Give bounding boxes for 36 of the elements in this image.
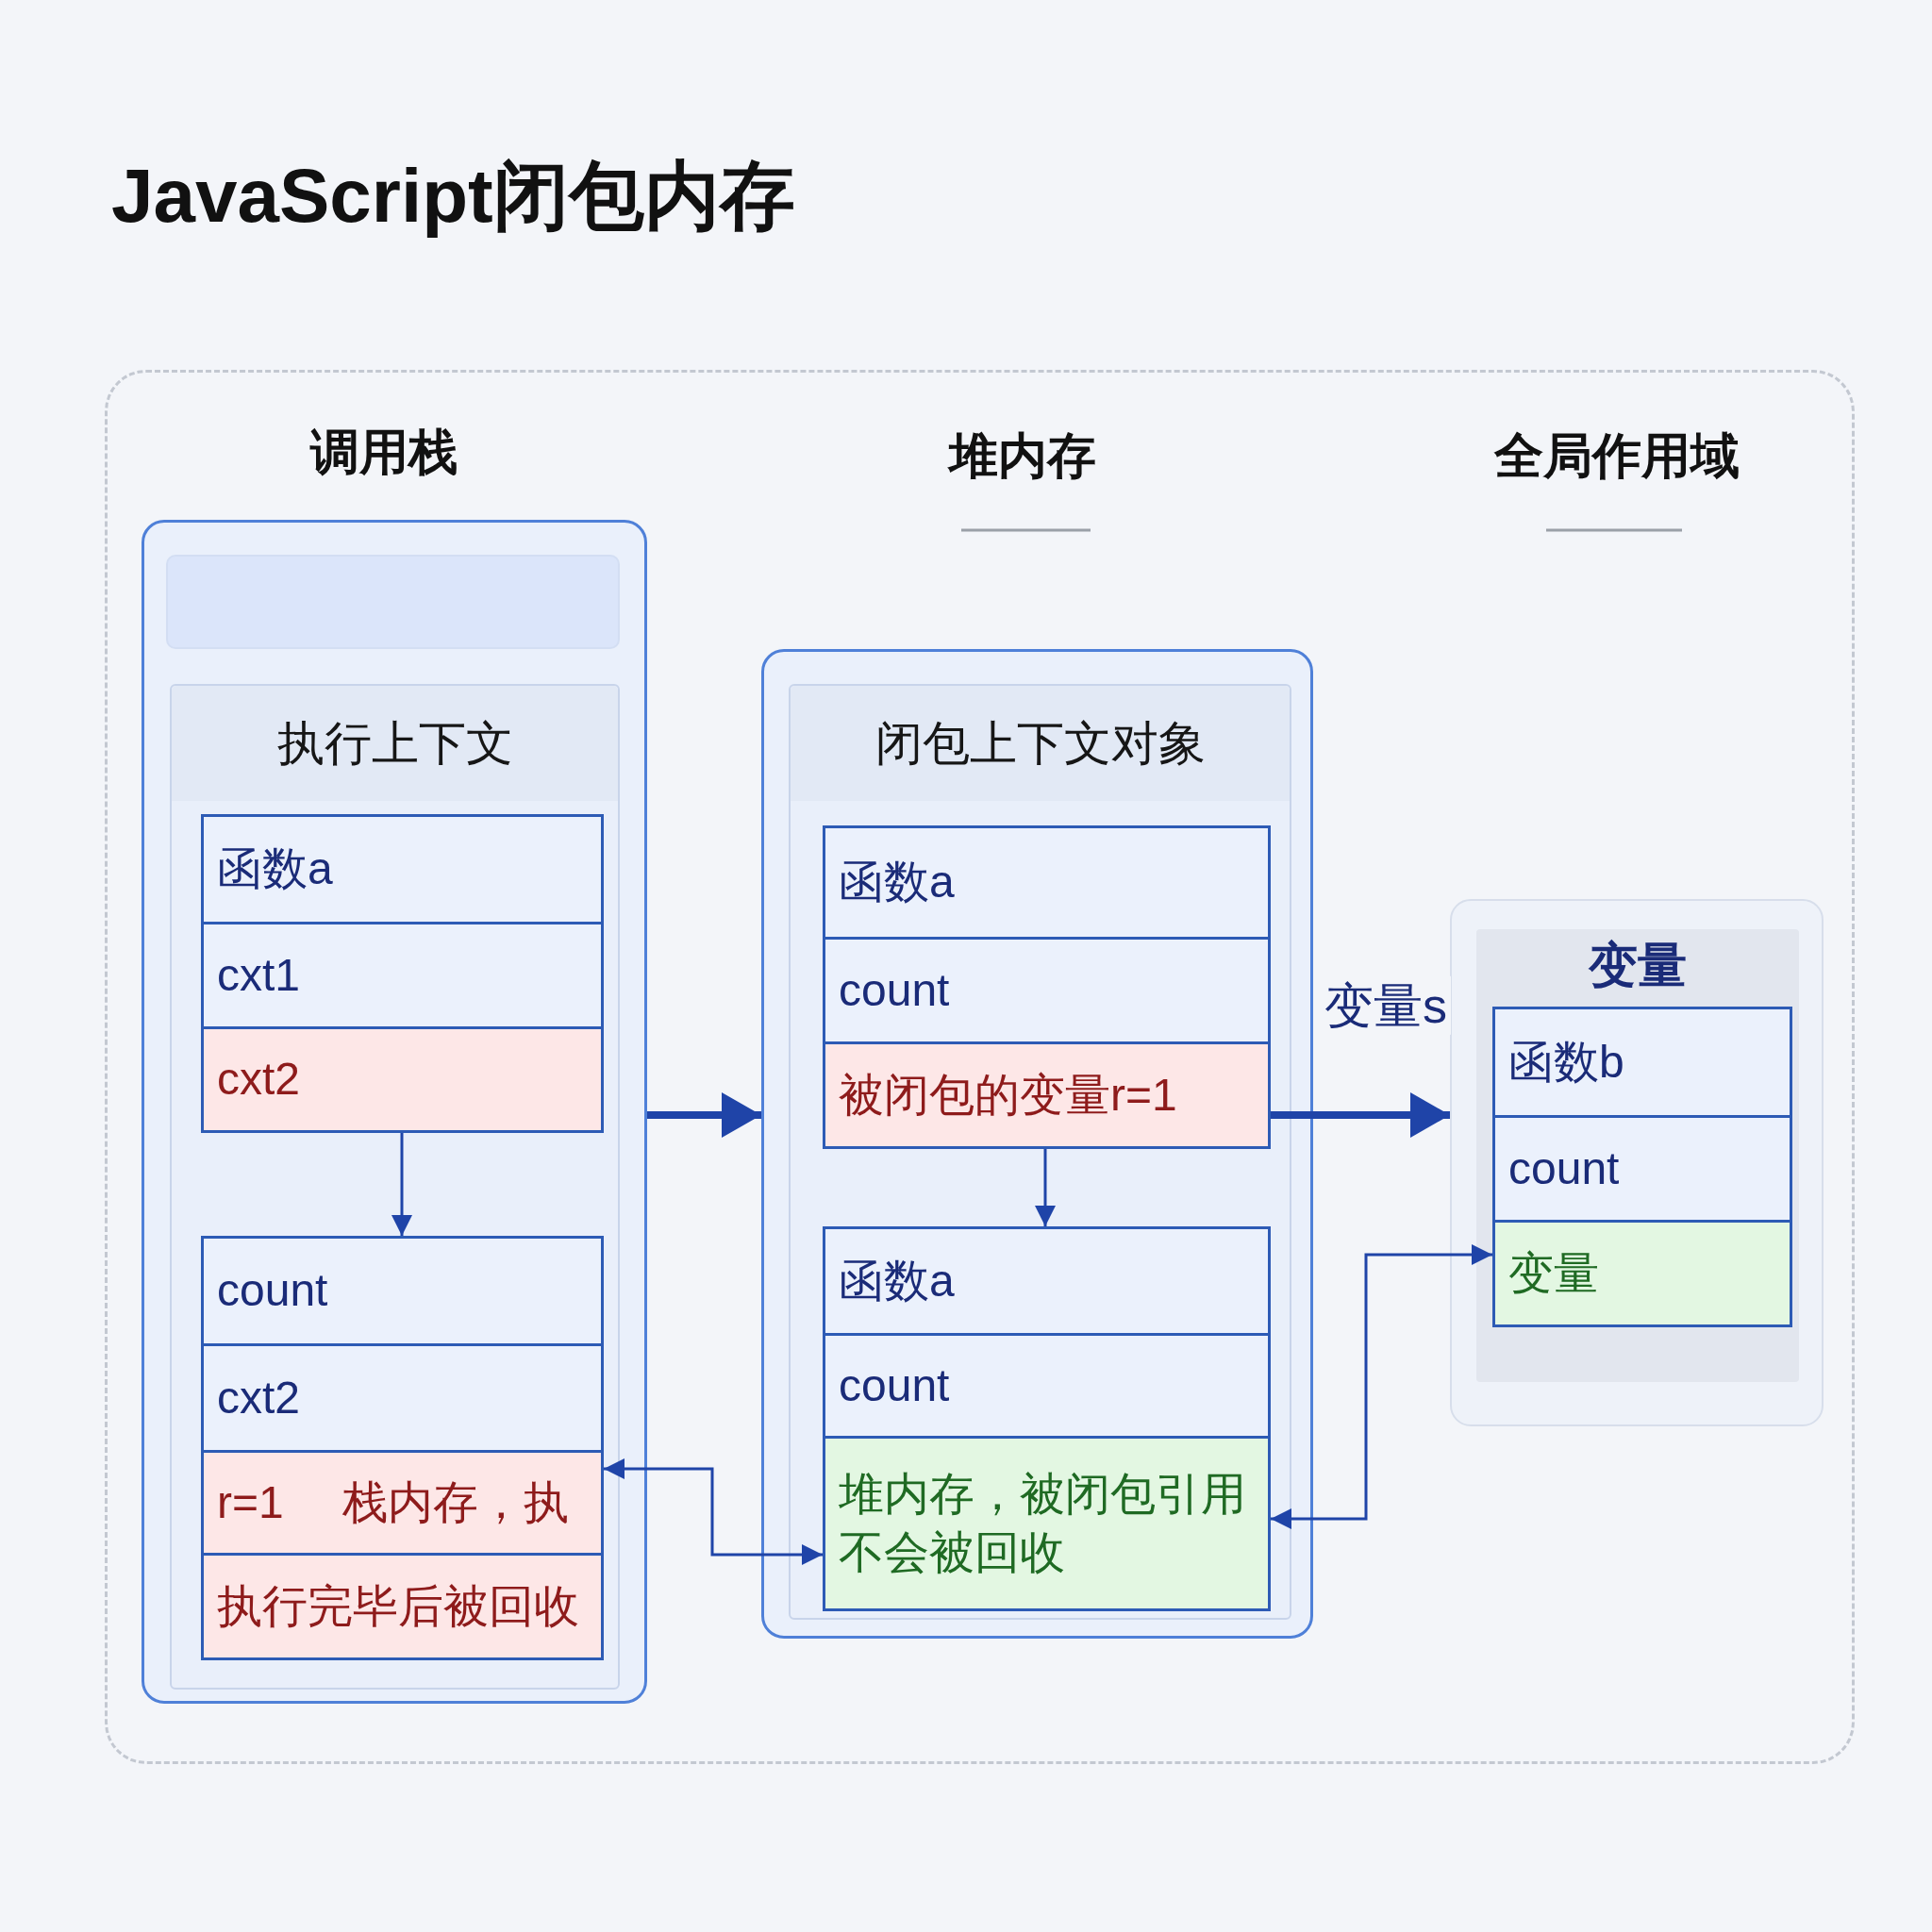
context-panel [170, 684, 620, 1690]
memory-row: 变量 [1492, 1220, 1792, 1327]
dashed-frame [105, 370, 1855, 1764]
memory-row: count [823, 937, 1271, 1044]
memory-row: cxt2 [201, 1026, 604, 1133]
arrow [1035, 1149, 1056, 1226]
panel-heading: 闭包上下文对象 [791, 686, 1290, 801]
column-heading: 全局作用域 [1494, 426, 1740, 485]
memory-row: cxt2 [201, 1343, 604, 1453]
memory-row: 执行完毕后被回收 [201, 1553, 604, 1660]
memory-row [201, 1450, 604, 1556]
column-heading: 堆内存 [949, 426, 1096, 485]
memory-row: 被闭包的变量r=1 [823, 1041, 1271, 1149]
column-heading: 调用栈 [310, 423, 458, 481]
memory-row: 函数a [823, 1226, 1271, 1336]
variable-panel [1476, 929, 1799, 1382]
memory-row: count [1492, 1115, 1792, 1223]
arrow [391, 1133, 412, 1236]
arrow [604, 1458, 823, 1565]
memory-row: cxt1 [201, 922, 604, 1029]
memory-row: count [823, 1333, 1271, 1439]
memory-row: count [201, 1236, 604, 1346]
panel [1450, 899, 1824, 1426]
arrow [1271, 1095, 1450, 1135]
panel-heading: 执行上下文 [172, 686, 618, 801]
arrow [1271, 1244, 1492, 1529]
panel [142, 520, 647, 1704]
title: JavaScript闭包内存 [111, 153, 795, 240]
memory-row: 函数b [1492, 1007, 1792, 1118]
memory-row: 函数a [201, 814, 604, 924]
row-text: 栈内存，执 [341, 1475, 569, 1529]
memory-row: 堆内存，被闭包引用不会被回收 [823, 1436, 1271, 1611]
arrow [647, 1095, 761, 1135]
panel-heading: 变量 [1588, 937, 1688, 994]
memory-row: 函数a [823, 825, 1271, 940]
row-text: r=1 [217, 1475, 284, 1529]
